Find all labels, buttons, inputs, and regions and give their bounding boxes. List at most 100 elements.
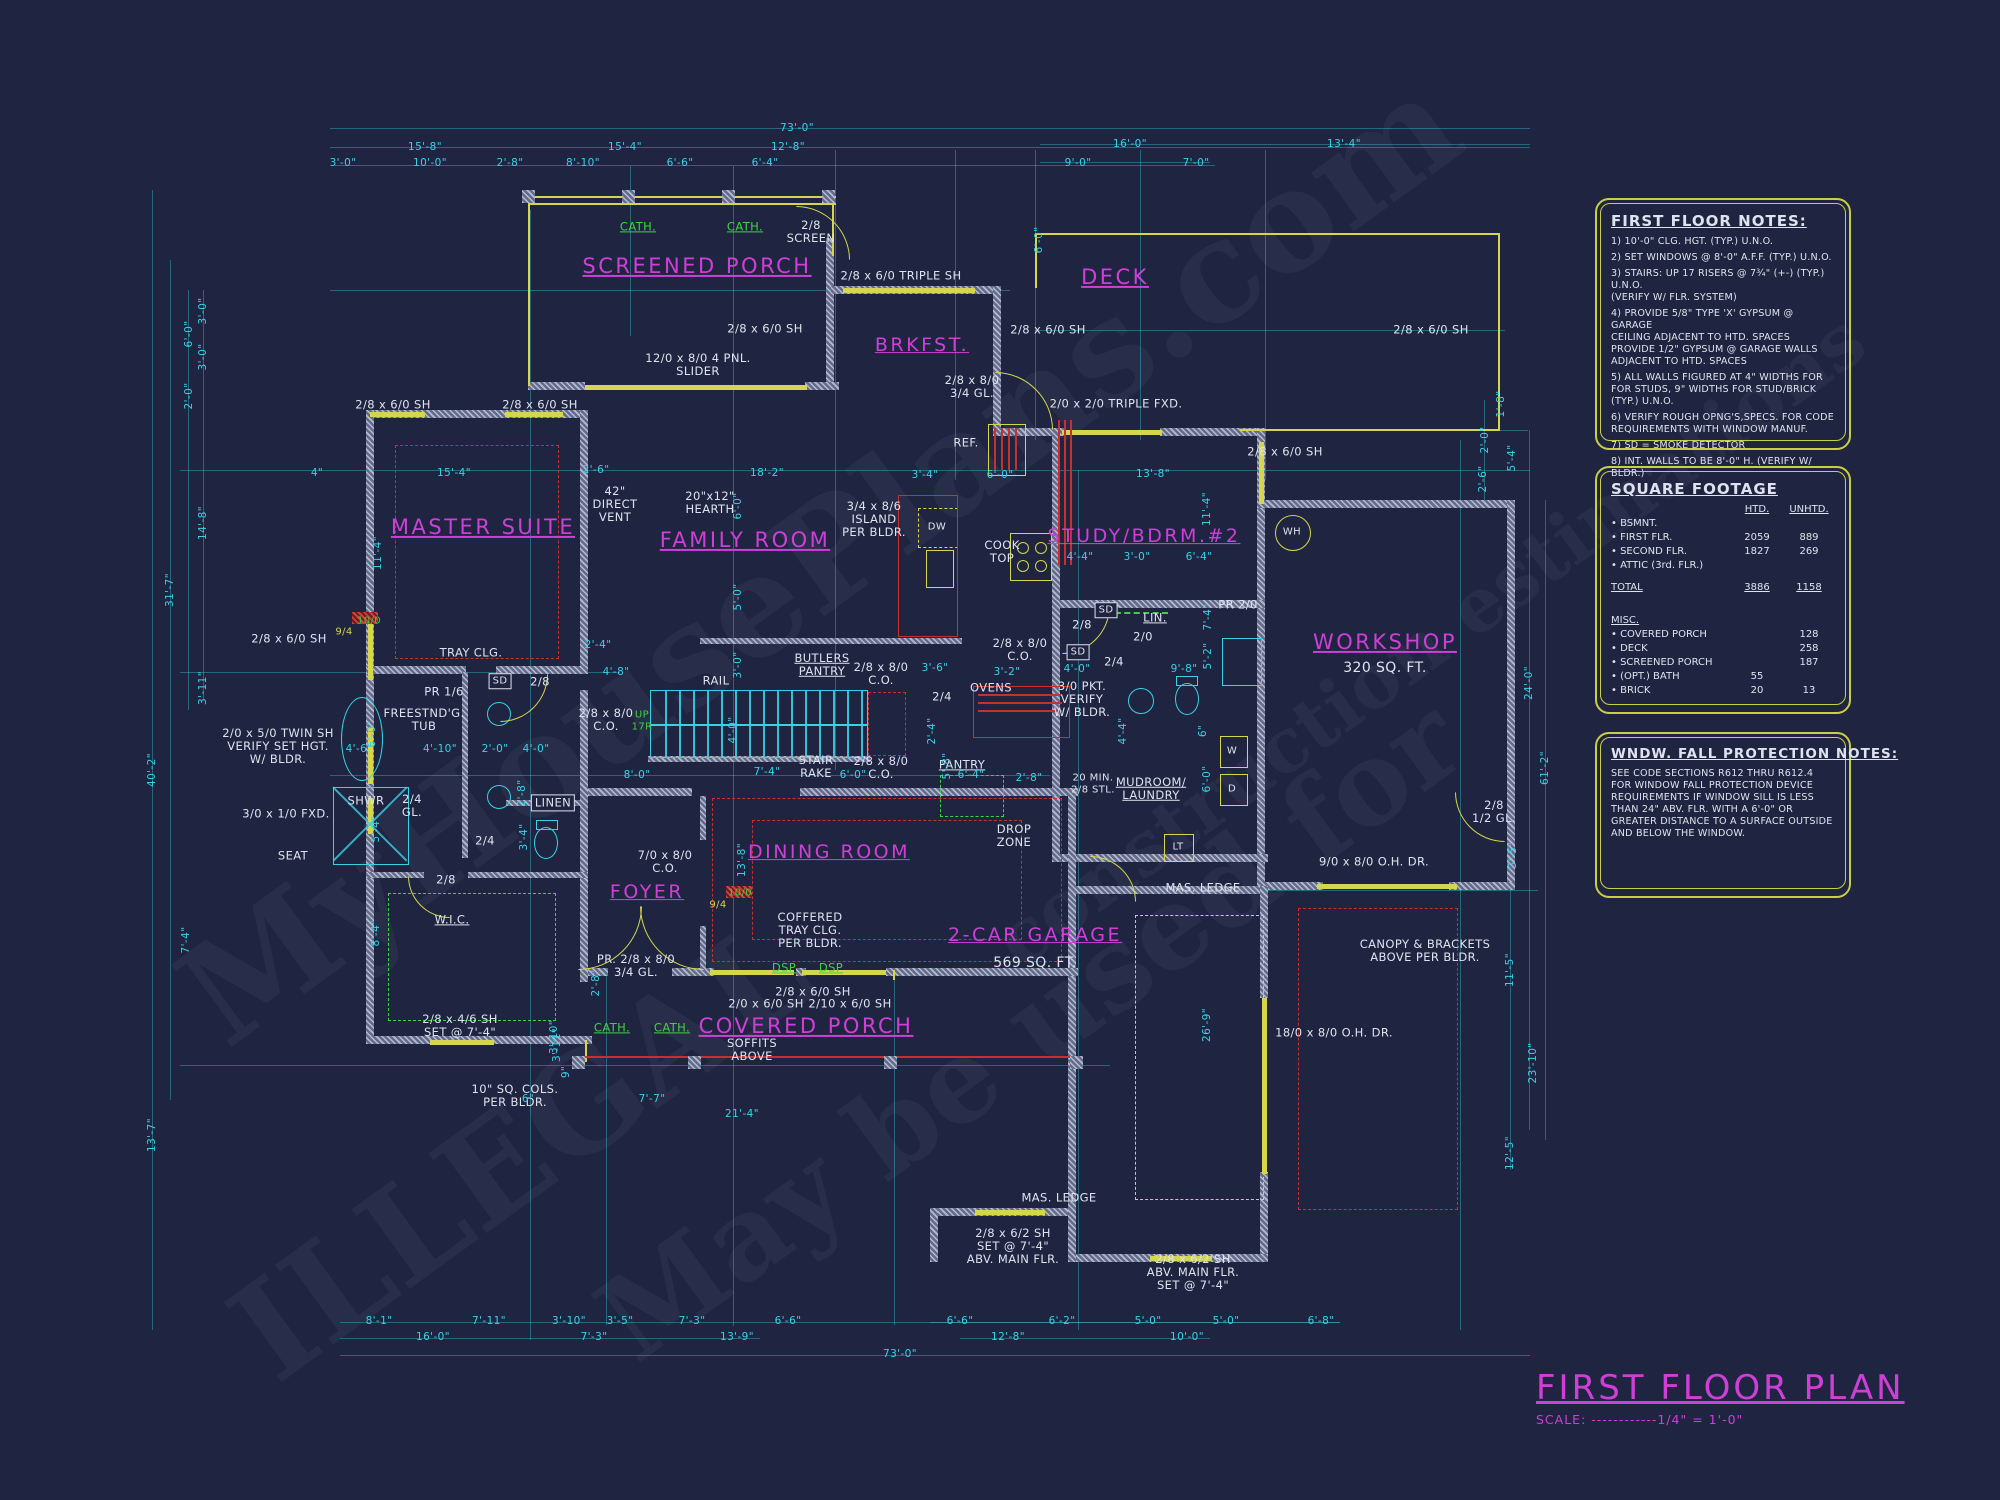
construction-line bbox=[1078, 470, 1079, 1330]
plan-scale: SCALE: ------------1/4" = 1'-0" bbox=[1536, 1412, 1744, 1427]
annotation-label: 2/8 bbox=[1072, 617, 1092, 632]
dim-label: 7'-3" bbox=[678, 1314, 706, 1327]
construction-line bbox=[180, 1065, 1110, 1066]
wall-segment bbox=[496, 666, 588, 674]
annotation-label: 2/8 x 8/0 C.O. bbox=[853, 753, 909, 781]
round-fixture bbox=[1017, 560, 1029, 572]
annotation-label: 2/8 x 6/0 SH bbox=[1247, 444, 1323, 459]
window-band bbox=[1062, 430, 1162, 435]
annotation-label: 2/8 x 6/0 SH bbox=[775, 984, 851, 999]
dim-label: 10'-0" bbox=[1170, 1330, 1204, 1343]
annotation-label: 2/8 x 6/2 SH SET @ 7'-4" ABV. MAIN FLR. bbox=[966, 1226, 1060, 1267]
tray-ceiling-outline bbox=[868, 692, 906, 756]
tray-ceiling-outline bbox=[1298, 908, 1458, 1210]
fixture-outline bbox=[1164, 834, 1194, 862]
wall-segment bbox=[1260, 886, 1268, 998]
annotation-label: CANOPY & BRACKETS ABOVE PER BLDR. bbox=[1359, 936, 1491, 964]
dim-label: 15'-4" bbox=[437, 466, 471, 479]
annotation-label: 18/0 x 8/0 O.H. DR. bbox=[1275, 1025, 1393, 1040]
sqft-cell: 269 bbox=[1799, 546, 1819, 557]
room-label: STUDY/BDRM.#2 bbox=[1047, 525, 1241, 548]
porch-post bbox=[622, 190, 635, 203]
dim-label: 40'-2" bbox=[145, 753, 158, 787]
sqft-col-header: UNHTD. bbox=[1789, 504, 1829, 515]
construction-line bbox=[170, 260, 171, 1100]
annotation-label: COOK TOP bbox=[984, 537, 1020, 565]
sqft-title: SQUARE FOOTAGE bbox=[1611, 480, 1778, 498]
dim-label: 7'-4" bbox=[1201, 603, 1214, 631]
annotation-label: 10" SQ. COLS. PER BLDR. bbox=[471, 1081, 559, 1109]
room-label: FOYER bbox=[609, 881, 685, 904]
round-fixture bbox=[341, 697, 383, 781]
tray-ceiling-outline bbox=[395, 445, 559, 659]
construction-line bbox=[1140, 150, 1141, 440]
dim-label: 24'-0" bbox=[1522, 666, 1535, 700]
annotation-label: 42" DIRECT VENT bbox=[592, 484, 638, 525]
wall-segment bbox=[366, 410, 588, 418]
annotation-label: PR 1/6 bbox=[424, 684, 464, 699]
fall-title: WNDW. FALL PROTECTION NOTES: bbox=[1611, 746, 1899, 762]
sqft-cell bbox=[1731, 560, 1783, 571]
annotation-label: CATH. bbox=[619, 219, 657, 234]
annotation-label: PR 2/0 bbox=[1218, 597, 1258, 612]
wall-segment bbox=[462, 672, 468, 858]
annotation-label: 20"x12" HEARTH bbox=[685, 488, 735, 516]
porch-rail-line bbox=[1498, 233, 1500, 431]
sqft-cell: 889 bbox=[1799, 532, 1819, 543]
annotation-label: OVENS bbox=[970, 680, 1012, 695]
fixture-outline bbox=[1010, 533, 1052, 581]
wall-segment bbox=[930, 1208, 938, 1262]
cabinet-line bbox=[978, 702, 1062, 704]
wall-segment bbox=[580, 690, 588, 982]
round-fixture bbox=[1035, 560, 1047, 572]
annotation-label: 2/8 x 8/0 C.O. bbox=[853, 659, 909, 687]
annotation-label: 10/0 bbox=[727, 887, 753, 899]
annotation-label: 2/8 x 6/0 TRIPLE SH bbox=[840, 268, 962, 283]
annotation-label: 10/0 bbox=[356, 615, 382, 627]
dim-label: 5'-0" bbox=[731, 583, 744, 611]
dim-label: 6'-6" bbox=[774, 1314, 802, 1327]
dim-label: 2'-0" bbox=[481, 742, 509, 755]
wall-segment bbox=[672, 968, 712, 976]
wall-segment bbox=[1160, 428, 1265, 436]
tray-ceiling-outline bbox=[752, 820, 1022, 940]
dim-label: 3'-11" bbox=[196, 671, 209, 705]
room-label: FAMILY ROOM bbox=[659, 527, 831, 552]
note-item: 3) STAIRS: UP 17 RISERS @ 7¾" (+-) (TYP.… bbox=[1611, 267, 1825, 303]
cabinet-line bbox=[978, 710, 1062, 712]
dim-label: 9'-0" bbox=[1064, 156, 1092, 169]
dim-label: 12'-5" bbox=[1503, 1136, 1516, 1170]
construction-line bbox=[1529, 430, 1530, 1130]
fixture-outline bbox=[1220, 736, 1248, 768]
sqft-cell bbox=[1783, 671, 1835, 682]
dim-label: 6" bbox=[1196, 724, 1209, 738]
header-jamb bbox=[726, 886, 752, 898]
construction-line bbox=[894, 975, 895, 1325]
porch-post bbox=[1070, 1056, 1083, 1069]
room-label: COVERED PORCH bbox=[698, 1013, 914, 1038]
dim-label: 3'-10" bbox=[552, 1314, 586, 1327]
annotation-label: 2/8 x 6/2 SH ABV. MAIN FLR. SET @ 7'-4" bbox=[1146, 1252, 1240, 1293]
room-label: DECK bbox=[1081, 264, 1149, 289]
staircase bbox=[650, 690, 868, 758]
wall-segment bbox=[1068, 1208, 1076, 1262]
sqft-row-label: • DECK bbox=[1611, 643, 1648, 654]
annotation-label: 2/8 SCREEN bbox=[786, 217, 836, 245]
dim-label: 6'-6" bbox=[946, 1314, 974, 1327]
dim-label: 3'-4" bbox=[911, 468, 939, 481]
fixture-outline bbox=[926, 550, 954, 588]
annotation-label: W.I.C. bbox=[434, 912, 470, 927]
dim-label: 2'-8" bbox=[515, 779, 528, 807]
wall-segment bbox=[468, 872, 588, 878]
dim-label: 3'-0" bbox=[329, 156, 357, 169]
annotation-label: LINEN bbox=[530, 794, 576, 812]
annotation-label: 320 SQ. FT. bbox=[1343, 659, 1427, 676]
porch-rail-line bbox=[585, 1040, 587, 1062]
round-fixture bbox=[1017, 542, 1029, 554]
sqft-row-label: • BSMNT. bbox=[1611, 518, 1658, 529]
annotation-label: 2/8 x 4/6 SH SET @ 7'-4" bbox=[422, 1011, 498, 1039]
wall-segment bbox=[1068, 788, 1076, 894]
wall-segment bbox=[1052, 854, 1268, 862]
